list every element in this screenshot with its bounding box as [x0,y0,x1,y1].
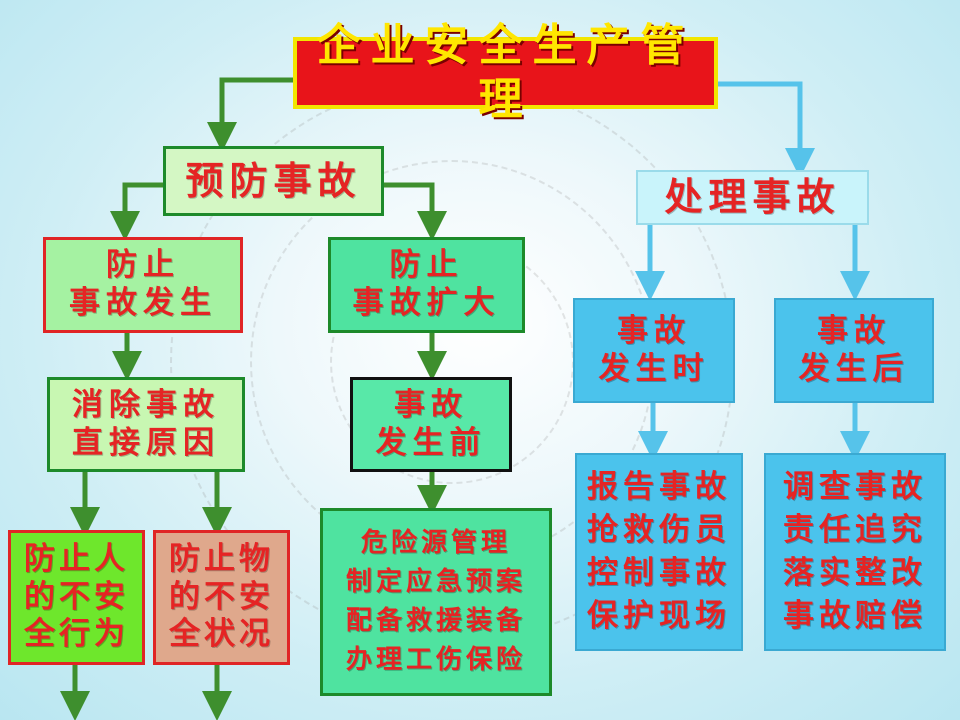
prevent-accident-box: 预防事故 [163,146,384,216]
prevent-occurrence-box: 防止 事故发生 [43,237,243,333]
during-accident-label: 事故 发生时 [598,312,710,387]
after-accident-label: 事故 发生后 [798,312,910,387]
unsafe-behavior-label: 防止人 的不安 全行为 [24,540,129,653]
emergency-actions-box: 报告事故 抢救伤员 控制事故 保护现场 [575,453,743,651]
prevent-occurrence-label: 防止 事故发生 [69,247,217,321]
handle-accident-box: 处理事故 [636,170,869,225]
title-box: 企业安全生产管理 [293,20,718,125]
eliminate-cause-label: 消除事故 直接原因 [72,386,220,461]
arrow-prevent-to-left [110,182,163,241]
unsafe-behavior-box: 防止人 的不安 全行为 [8,530,145,665]
after-accident-box: 事故 发生后 [774,298,934,403]
arrow-title-to-handle [718,81,815,178]
emergency-actions-label: 报告事故 抢救伤员 控制事故 保护现场 [587,469,731,634]
prevent-accident-label: 预防事故 [185,158,362,203]
followup-actions-box: 调查事故 责任追究 落实整改 事故赔偿 [764,453,946,651]
arrow-title-to-prevent [207,77,297,152]
unsafe-condition-label: 防止物 的不安 全状况 [169,540,274,653]
arrow-prevent-to-right [384,182,447,241]
prevent-expansion-box: 防止 事故扩大 [328,237,525,333]
handle-accident-label: 处理事故 [664,175,841,220]
before-accident-label: 事故 发生前 [375,386,487,461]
during-accident-box: 事故 发生时 [573,298,735,403]
preparedness-measures-label: 危险源管理 制定应急预案 配备救援装备 办理工伤保险 [345,528,526,675]
eliminate-cause-box: 消除事故 直接原因 [47,377,245,472]
before-accident-box: 事故 发生前 [350,377,512,472]
unsafe-condition-box: 防止物 的不安 全状况 [153,530,290,665]
preparedness-measures-box: 危险源管理 制定应急预案 配备救援装备 办理工伤保险 [320,508,552,696]
prevent-expansion-label: 防止 事故扩大 [352,247,501,321]
title-text: 企业安全生产管理 [316,20,695,125]
followup-actions-label: 调查事故 责任追究 落实整改 事故赔偿 [783,469,927,634]
